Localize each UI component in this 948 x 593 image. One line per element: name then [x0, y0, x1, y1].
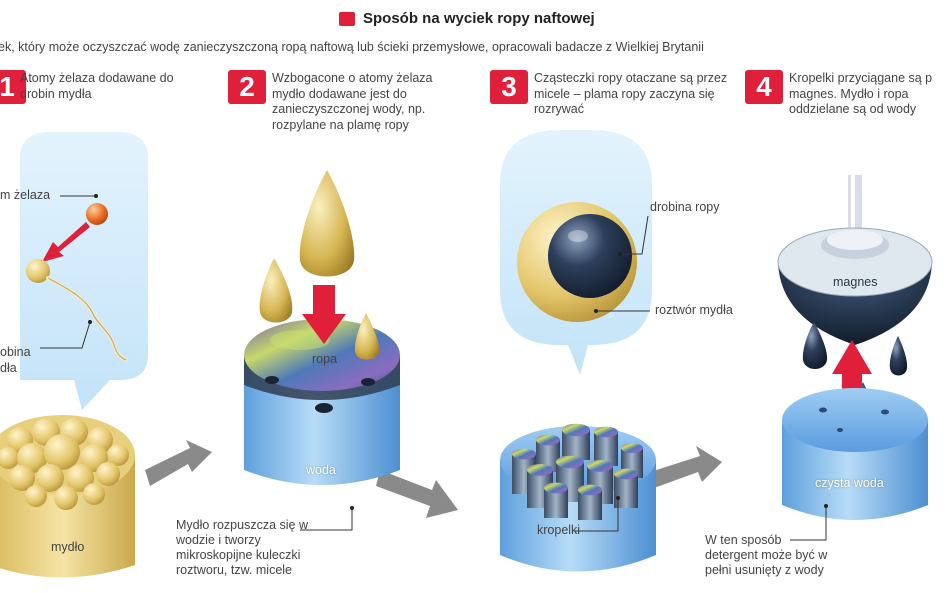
micelle-pillar-top: [621, 443, 643, 453]
gray-arrow-3: [650, 446, 722, 488]
soap-micelle-ball: [83, 483, 105, 505]
iron-atom: [86, 203, 108, 225]
soap-label: mydło: [51, 540, 84, 554]
oil-droplet-label: drobina ropy: [650, 200, 720, 214]
droplets-cylinder: [500, 424, 656, 572]
micelle-pillar-top: [587, 460, 613, 472]
water-label: woda: [306, 463, 336, 477]
micelle-pillar-top: [527, 464, 553, 476]
micelle-note: Mydło rozpuszcza się w wodzie i tworzy m…: [176, 518, 336, 578]
micelle-pillar-top: [578, 485, 602, 496]
micelle-pillar-top: [536, 435, 560, 446]
micelle-pillar-top: [562, 424, 590, 437]
oil-label: ropa: [312, 352, 337, 366]
magnet-label: magnes: [833, 275, 877, 289]
micelle-pillar-top: [512, 449, 536, 460]
soap-particle-label-1: obina: [0, 345, 31, 359]
step-4-text: Kropelki przyciągane są p magnes. Mydło …: [789, 71, 948, 118]
micelle-pillar-top: [556, 456, 584, 469]
step-3-number: 3: [490, 70, 528, 104]
step-3-text: Cząsteczki ropy otaczane są przez micele…: [534, 71, 734, 118]
step-1-text: Atomy żelaza dodawane do drobin mydła: [20, 71, 180, 102]
micelle-pillar-top: [544, 483, 568, 494]
gray-arrow-2: [376, 470, 458, 518]
droplets-label: kropelki: [537, 523, 580, 537]
step-2-text: Wzbogacone o atomy żelaza mydło dodawane…: [272, 71, 452, 133]
clean-water-cylinder: [782, 388, 928, 520]
soap-micelle-ball: [25, 485, 47, 507]
micelle: [517, 202, 637, 322]
step-2-number: 2: [228, 70, 266, 104]
clean-water-label: czysta woda: [815, 476, 884, 490]
soap-micelle-ball: [96, 462, 120, 486]
soap-micelle-ball: [54, 486, 78, 510]
micelle-pillar-top: [594, 427, 618, 438]
micelle-pillar-top: [614, 469, 638, 480]
iron-atom-label: m żelaza: [0, 188, 50, 202]
gray-arrow-1: [145, 440, 212, 486]
step-4-number: 4: [745, 70, 783, 104]
detergent-note: W ten sposób detergent może być w pełni …: [705, 533, 835, 578]
magnet: [778, 175, 932, 345]
soap-solution-label: roztwór mydła: [655, 303, 733, 317]
soap-particle-label-2: dła: [0, 361, 17, 375]
